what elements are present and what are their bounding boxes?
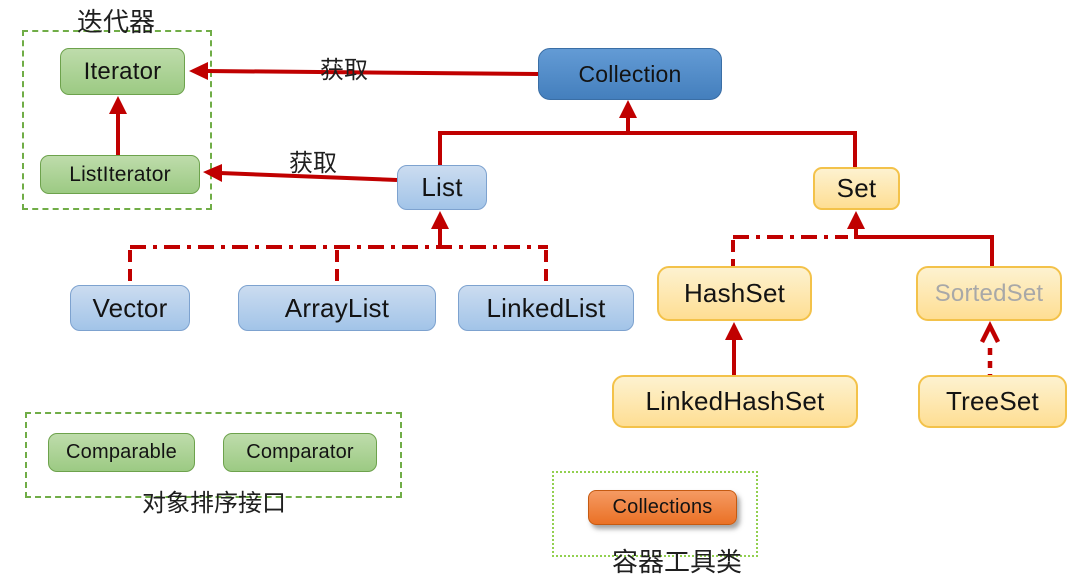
node-linkedlist: LinkedList — [458, 285, 634, 331]
edge-subsets-to-set — [731, 211, 994, 267]
node-linkedhashset: LinkedHashSet — [612, 375, 858, 428]
node-set: Set — [813, 167, 900, 210]
sorting-group-caption: 对象排序接口 — [142, 490, 286, 517]
sorting-group-frame — [25, 412, 402, 498]
node-iterator: Iterator — [60, 48, 185, 95]
edge-list-set-to-collection — [438, 100, 857, 168]
node-treeset: TreeSet — [918, 375, 1067, 428]
node-sortedset: SortedSet — [916, 266, 1062, 321]
edge-label-get-iterator: 获取 — [320, 57, 368, 84]
edge-treeset-to-sortedset — [979, 320, 1001, 375]
node-comparator: Comparator — [223, 433, 377, 472]
node-arraylist: ArrayList — [238, 285, 436, 331]
edge-label-get-listiterator: 获取 — [289, 150, 337, 177]
node-collections-utility: Collections — [588, 490, 737, 525]
edge-linkedhashset-to-hashset — [725, 322, 743, 376]
node-list: List — [397, 165, 487, 210]
iterator-group-frame — [22, 30, 212, 210]
node-collection: Collection — [538, 48, 722, 100]
node-vector: Vector — [70, 285, 190, 331]
node-hashset: HashSet — [657, 266, 812, 321]
node-comparable: Comparable — [48, 433, 195, 472]
edge-implementations-to-list — [128, 211, 548, 286]
iterator-group-caption: 迭代器 — [77, 7, 156, 37]
utility-group-caption: 容器工具类 — [612, 547, 743, 577]
utility-group-frame — [552, 471, 758, 557]
node-listiterator: ListIterator — [40, 155, 200, 194]
